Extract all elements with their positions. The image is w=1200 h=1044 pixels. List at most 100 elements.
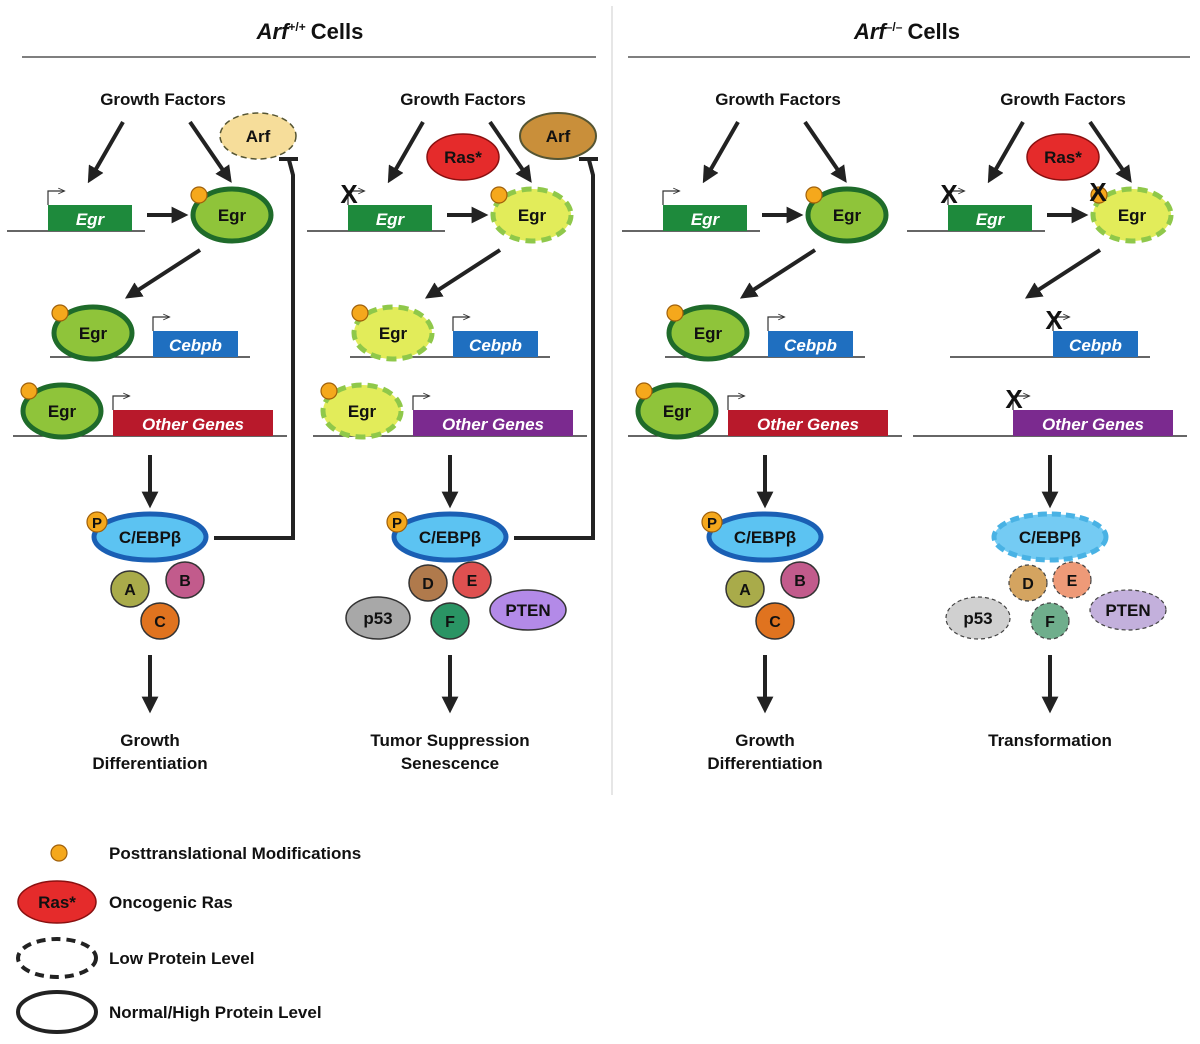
promoter-arrow-icon (727, 396, 744, 410)
partner-protein-label: D (422, 576, 434, 593)
legend-label: Normal/High Protein Level (109, 1003, 322, 1022)
panel-title-cells: Cells (907, 19, 960, 44)
arf-oval (219, 112, 297, 160)
partner-protein-label: A (739, 582, 751, 599)
partner-protein-label: F (445, 614, 455, 631)
ptm-dot-icon (86, 511, 108, 533)
egr-protein-shape (1090, 186, 1174, 244)
partner-protein-label: E (467, 573, 478, 590)
ras-oval (426, 133, 500, 181)
egr-protein-shape (490, 186, 574, 244)
blocked-x-icon: X (1045, 305, 1063, 335)
ptm-dot (1090, 186, 1108, 204)
promoter-arrow-icon (662, 191, 679, 205)
arf-inhibition-line (514, 159, 595, 540)
partner-protein-shape (725, 570, 765, 608)
egr-gene-box (348, 205, 432, 231)
partner-protein-label: B (794, 573, 806, 590)
svg-text:Arf–/–Cells: Arf–/–Cells (853, 19, 960, 44)
partner-protein-pten: PTEN (1089, 589, 1167, 631)
partner-protein-shape (780, 561, 820, 599)
egr-protein-shape (320, 382, 404, 440)
legend-item-solid-oval: Normal/High Protein Level (16, 990, 322, 1034)
egr-protein-label: Egr (379, 324, 408, 343)
partner-protein-p53: p53 (945, 596, 1011, 640)
other-genes-box (413, 410, 573, 436)
legend-label: Posttranslational Modifications (109, 844, 361, 863)
egr-gene-label: Egr (976, 210, 1006, 229)
other-genes: Other Genes (112, 396, 273, 436)
phospho-label: P (707, 515, 717, 532)
other-genes-label: Other Genes (142, 415, 244, 434)
outcome-label: Senescence (401, 754, 499, 773)
arf-protein: Arf (519, 112, 597, 160)
arrow-to-egr-gene (702, 121, 740, 184)
panel-title-gene: Arf (853, 19, 888, 44)
ptm-dot-icon (320, 382, 338, 400)
egr-gene: Egr X (340, 179, 432, 231)
egr-protein-shape (635, 382, 719, 440)
promoter-arrow-icon (347, 191, 364, 205)
egr-gene-box (948, 205, 1032, 231)
outcome-label: Differentiation (707, 754, 822, 773)
other-genes-box (1013, 410, 1173, 436)
ras-label: Ras* (444, 148, 482, 167)
arrow-to-egr-protein (488, 120, 532, 183)
egr-protein-label: Egr (663, 402, 692, 421)
partner-protein-label: D (1022, 576, 1034, 593)
partner-protein-e: E (452, 561, 492, 599)
cebpb-protein-shape (991, 511, 1109, 563)
egr-protein-label: Egr (1118, 206, 1147, 225)
partner-protein-d: D (1008, 564, 1048, 602)
partner-protein-shape (165, 561, 205, 599)
arrow-to-egr-gene (87, 121, 125, 184)
ptm-dot-icon (666, 304, 684, 322)
partner-protein-shape (945, 596, 1011, 640)
legend-item-ptm-dot: Posttranslational Modifications (50, 844, 361, 863)
egr-protein: Egr (805, 186, 889, 244)
ptm-dot (51, 304, 69, 322)
partner-protein-label: C (154, 614, 166, 631)
growth-factors-label: Growth Factors (1000, 90, 1126, 109)
svg-text:Arf+/+Cells: Arf+/+Cells (256, 19, 364, 44)
partner-protein-b: B (165, 561, 205, 599)
partner-protein-shape (430, 602, 470, 640)
arf-oval (519, 112, 597, 160)
partner-protein-pten: PTEN (489, 589, 567, 631)
ras-oncogene: Ras* (1026, 133, 1100, 181)
egr-gene-box (48, 205, 132, 231)
egr-gene-label: Egr (691, 210, 721, 229)
blocked-x-icon: X (340, 179, 358, 209)
egr-gene: Egr (662, 191, 747, 231)
cebpb-protein: C/EBPβ (991, 511, 1109, 563)
egr-protein-label: Egr (833, 206, 862, 225)
phospho-site: P (86, 511, 108, 533)
cebpb-gene: Cebpb (152, 317, 238, 357)
cebpb-gene-box (153, 331, 238, 357)
ptm-dot-icon (1090, 186, 1108, 204)
cebpb-gene-box (1053, 331, 1138, 357)
egr-protein-shape (805, 186, 889, 244)
ptm-dot (190, 186, 208, 204)
egr-protein-label: Egr (79, 324, 108, 343)
ptm-dot-icon (701, 511, 723, 533)
phospho-label: P (92, 515, 102, 532)
promoter-arrow-icon (767, 317, 784, 331)
pathway-column-wt-ras: Growth FactorsRas*ArfEgrXEgrEgrCebpbEgrO… (307, 90, 598, 773)
promoter-arrow-icon (47, 191, 64, 205)
egr-gene-label: Egr (376, 210, 406, 229)
partner-protein-b: B (780, 561, 820, 599)
partner-protein-label: p53 (963, 609, 992, 628)
arf-label: Arf (246, 127, 271, 146)
outcome-label: Growth (735, 731, 795, 750)
cebpb-gene-label: Cebpb (469, 336, 522, 355)
partner-protein-shape (110, 570, 150, 608)
partner-protein-label: E (1067, 573, 1078, 590)
